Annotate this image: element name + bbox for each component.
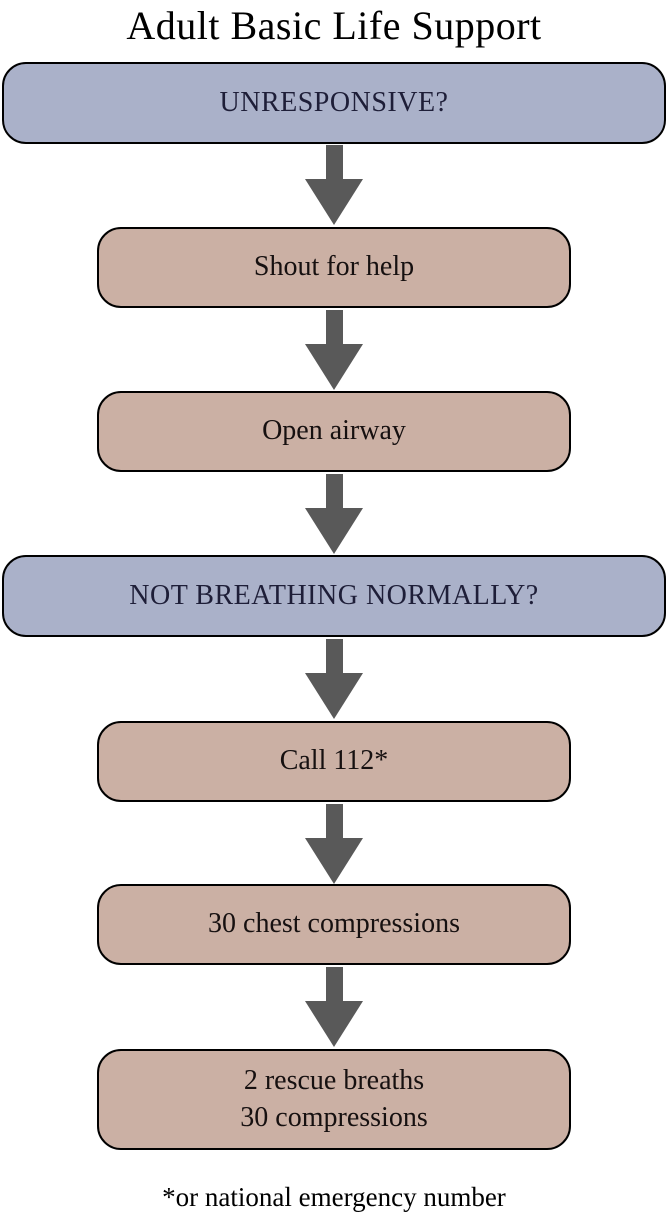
arrow-stem — [325, 145, 343, 179]
node-not-breathing-normally: NOT BREATHING NORMALLY? — [2, 555, 666, 637]
node-open-airway: Open airway — [97, 391, 571, 472]
arrow-stem — [325, 639, 343, 673]
node-rescue-breaths: 2 rescue breaths 30 compressions — [97, 1049, 571, 1150]
arrow-head — [305, 508, 363, 554]
arrow-down-icon — [305, 639, 363, 719]
arrow-stem — [325, 804, 343, 838]
arrow-head — [305, 179, 363, 225]
node-shout-for-help: Shout for help — [97, 227, 571, 308]
arrow-down-icon — [305, 310, 363, 390]
arrow-head — [305, 344, 363, 390]
arrow-stem — [325, 967, 343, 1001]
arrow-head — [305, 1001, 363, 1047]
footnote: *or national emergency number — [162, 1182, 506, 1212]
arrow-head — [305, 673, 363, 719]
arrow-down-icon — [305, 474, 363, 554]
node-unresponsive: UNRESPONSIVE? — [2, 62, 666, 144]
page-title: Adult Basic Life Support — [126, 3, 542, 48]
arrow-head — [305, 838, 363, 884]
node-30-chest-compressions: 30 chest compressions — [97, 884, 571, 965]
node-call-112: Call 112* — [97, 721, 571, 802]
arrow-stem — [325, 474, 343, 508]
arrow-down-icon — [305, 145, 363, 225]
arrow-stem — [325, 310, 343, 344]
arrow-down-icon — [305, 804, 363, 884]
arrow-down-icon — [305, 967, 363, 1047]
